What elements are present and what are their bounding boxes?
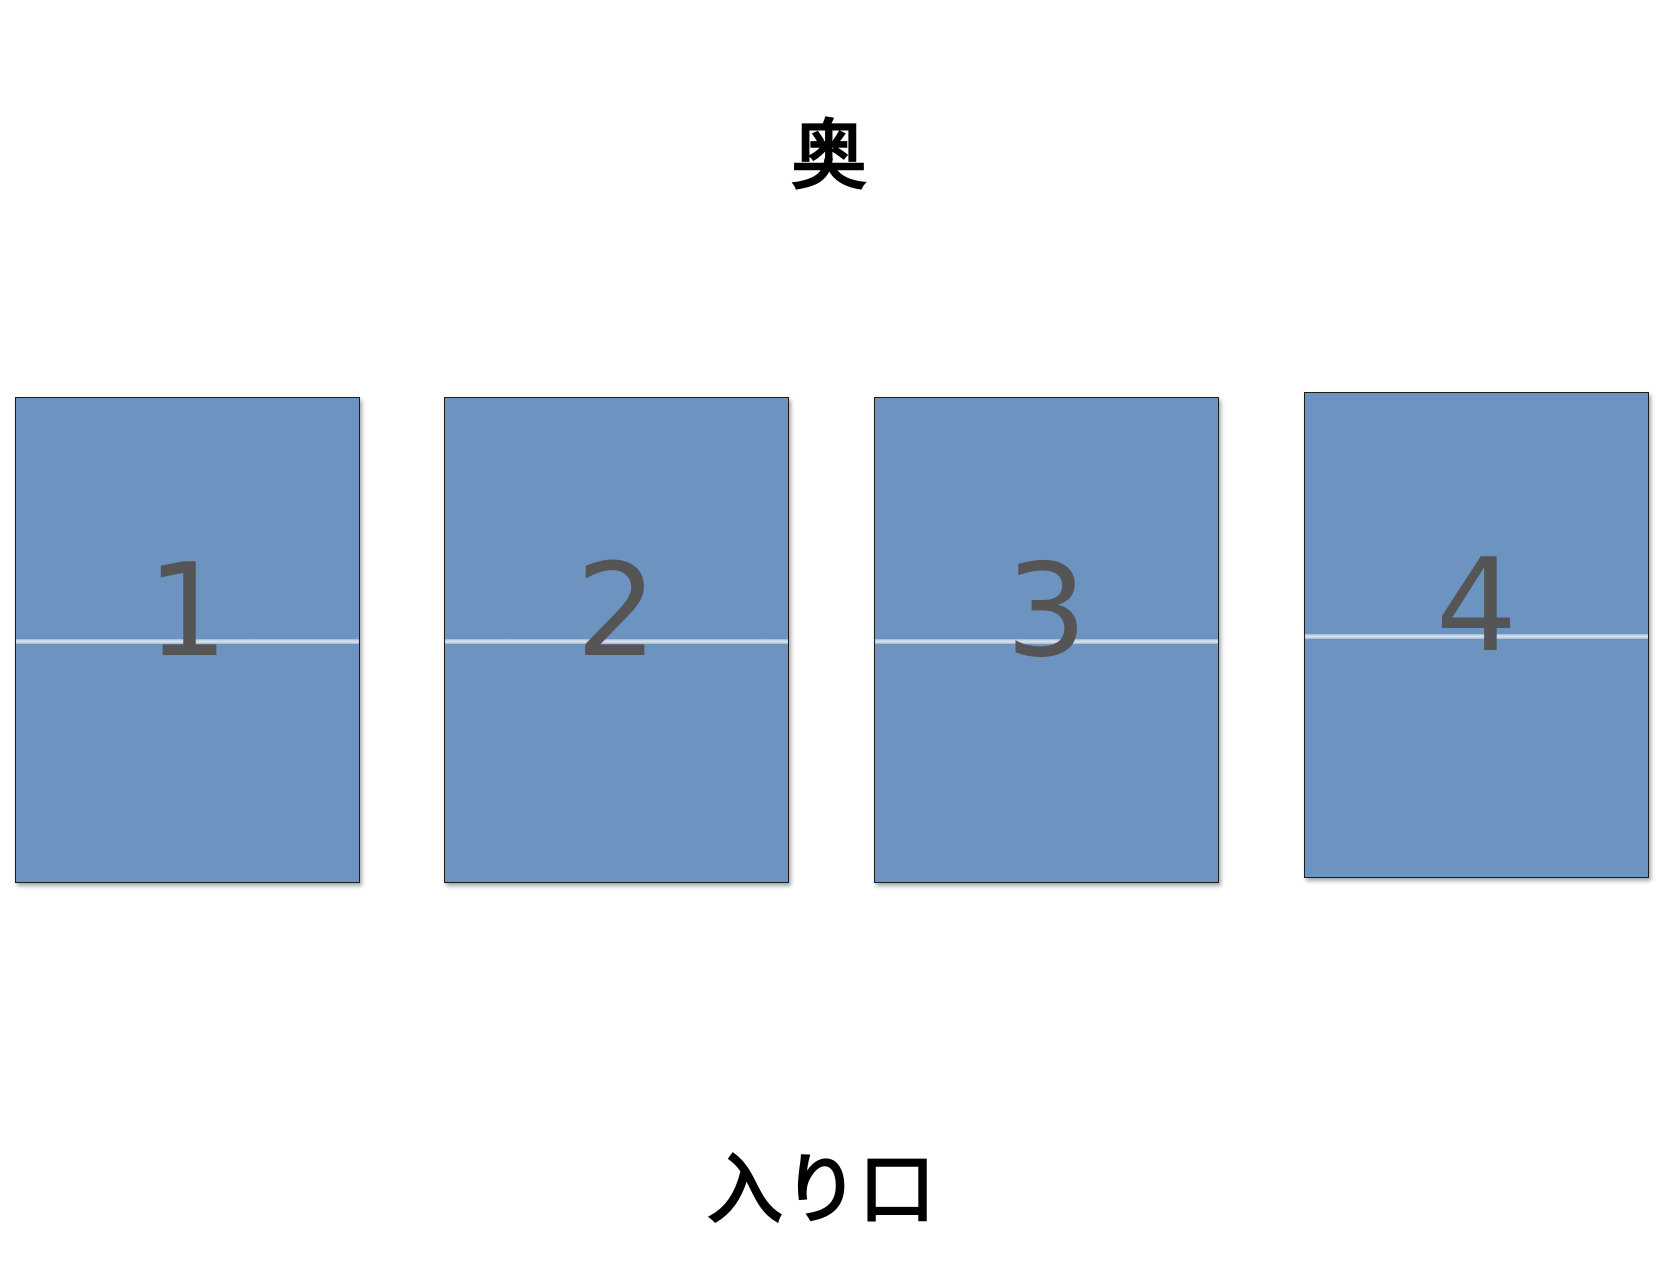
- board-seam: [16, 639, 359, 644]
- board-seam: [875, 639, 1218, 644]
- board-3: 3: [874, 397, 1219, 883]
- board-seam: [445, 639, 788, 644]
- board-number: 3: [1005, 537, 1088, 686]
- board-seam: [1305, 634, 1648, 639]
- board-number: 2: [575, 537, 658, 686]
- board-1: 1: [15, 397, 360, 883]
- board-4: 4: [1304, 392, 1649, 878]
- back-label: 奥: [791, 111, 867, 200]
- board-number: 4: [1435, 532, 1518, 681]
- board-number: 1: [146, 537, 229, 686]
- board-2: 2: [444, 397, 789, 883]
- entrance-label: 入り口: [707, 1145, 935, 1234]
